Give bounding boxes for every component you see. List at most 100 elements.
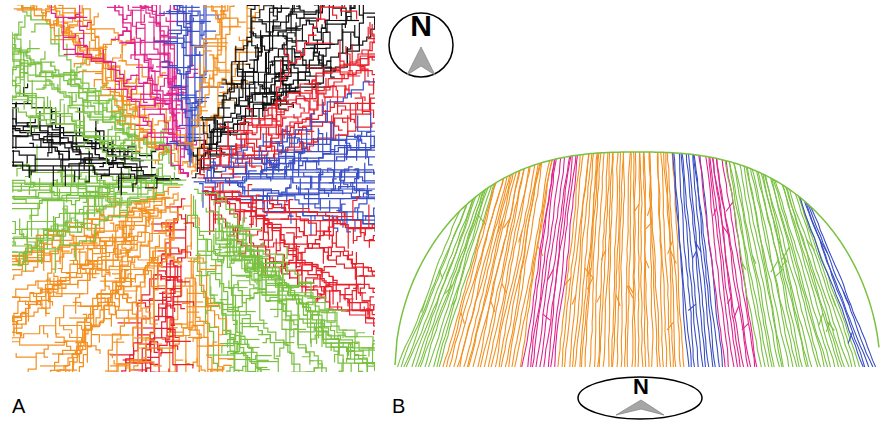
- stream-line: [291, 33, 295, 37]
- stream-line: [87, 245, 88, 265]
- stream-line: [220, 296, 228, 300]
- stream-line: [93, 266, 109, 270]
- stream-line: [77, 305, 97, 306]
- stream-line: [340, 172, 348, 188]
- stream-line: [114, 100, 130, 101]
- stream-line: [164, 95, 172, 96]
- stream-line: [77, 179, 85, 183]
- stream-line: [120, 286, 132, 298]
- stream-line: [305, 297, 313, 305]
- stream-line: [87, 198, 88, 218]
- stream-line: [290, 162, 291, 170]
- stream-line: [261, 30, 269, 50]
- stream-line: [242, 236, 254, 244]
- stream-line: [194, 46, 218, 50]
- stream-line: [119, 42, 131, 43]
- stream-line: [219, 331, 223, 335]
- stream-line: [352, 252, 356, 268]
- stream-line: [728, 296, 732, 303]
- stream-line: [251, 5, 363, 112]
- stream-line: [178, 92, 186, 93]
- stream-line: [65, 166, 66, 186]
- stream-line: [298, 72, 310, 76]
- stream-line: [495, 163, 535, 367]
- stream-line: [282, 263, 306, 267]
- stream-line: [78, 68, 102, 72]
- stream-line: [191, 218, 199, 226]
- stream-line: [246, 155, 266, 163]
- stream-line: [75, 245, 76, 261]
- stream-line: [173, 365, 193, 369]
- stream-line: [632, 150, 636, 367]
- stream-line: [75, 147, 79, 155]
- stream-line: [56, 333, 68, 341]
- stream-line: [77, 280, 78, 288]
- stream-line: [76, 222, 84, 226]
- stream-line: [230, 18, 238, 30]
- stream-line: [351, 363, 352, 372]
- stream-line: [449, 177, 503, 367]
- stream-line: [193, 5, 229, 167]
- stream-line: [266, 53, 267, 77]
- stream-line: [258, 331, 262, 335]
- stream-line: [162, 67, 190, 68]
- stream-line: [95, 73, 103, 74]
- stream-line: [717, 156, 748, 367]
- stream-line: [617, 150, 624, 367]
- stream-line: [219, 358, 235, 359]
- stream-line: [87, 355, 88, 363]
- stream-line: [112, 274, 124, 278]
- stream-line: [354, 220, 355, 232]
- stream-line: [191, 21, 211, 22]
- stream-line: [116, 310, 124, 318]
- stream-line: [202, 19, 206, 39]
- stream-line: [244, 260, 245, 272]
- stream-line: [262, 196, 263, 204]
- stream-line: [734, 306, 739, 319]
- stream-line: [110, 354, 134, 355]
- stream-line: [169, 33, 181, 34]
- stream-line: [40, 365, 68, 366]
- stream-line: [253, 108, 257, 116]
- stream-line: [194, 189, 294, 372]
- stream-line: [64, 124, 76, 132]
- stream-line: [195, 77, 207, 78]
- stream-line: [258, 73, 266, 89]
- stream-line: [27, 226, 28, 242]
- stream-line: [211, 286, 243, 372]
- stream-line: [318, 53, 319, 65]
- stream-line: [323, 248, 324, 264]
- stream-line: [119, 174, 131, 182]
- stream-line: [113, 191, 114, 215]
- stream-line: [108, 350, 112, 358]
- stream-line: [12, 180, 13, 192]
- stream-line: [20, 47, 21, 55]
- stream-line: [241, 368, 261, 372]
- stream-line: [263, 196, 267, 200]
- stream-line: [84, 346, 100, 354]
- stream-line: [280, 215, 288, 219]
- stream-line: [248, 42, 256, 58]
- stream-line: [111, 319, 112, 327]
- stream-line: [219, 280, 220, 288]
- stream-line: [55, 249, 56, 273]
- stream-line: [226, 178, 238, 186]
- stream-line: [220, 336, 236, 344]
- stream-line: [12, 197, 150, 245]
- stream-line: [169, 329, 173, 341]
- stream-line: [251, 242, 263, 246]
- stream-line: [12, 50, 19, 54]
- stream-line: [23, 119, 35, 131]
- stream-line: [231, 146, 232, 158]
- stream-line: [251, 347, 259, 348]
- stream-line: [183, 206, 191, 210]
- stream-line: [805, 199, 868, 367]
- stream-line: [359, 363, 375, 364]
- stream-line: [77, 184, 81, 188]
- stream-line: [133, 74, 137, 94]
- north-arrow: [616, 400, 664, 415]
- stream-line: [266, 297, 278, 301]
- stream-line: [548, 269, 553, 279]
- stream-line: [713, 208, 716, 216]
- stream-line: [147, 271, 159, 287]
